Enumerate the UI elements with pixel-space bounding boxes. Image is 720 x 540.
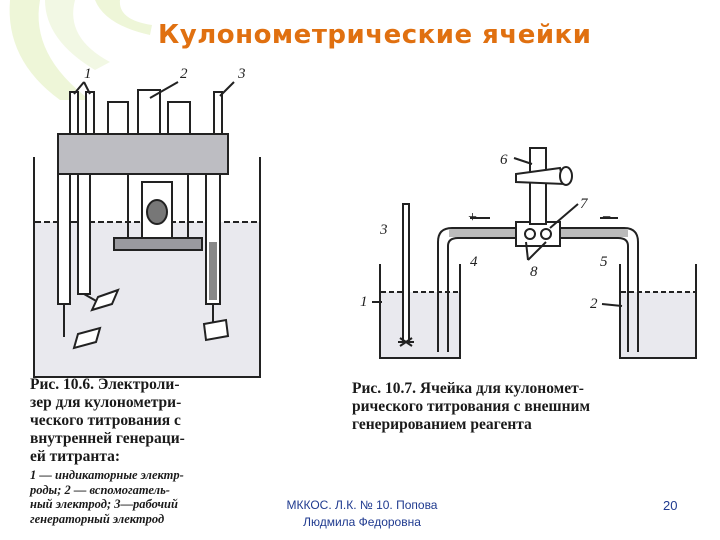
fig-left-label-1: 1 [84, 66, 92, 82]
figure-right-caption: Рис. 10.7. Ячейка для кулономет- рическо… [352, 380, 591, 433]
slide-title: Кулонометрические ячейки [158, 20, 592, 50]
fig-right-label-6: 6 [500, 152, 508, 168]
figure-left-legend: 1 — индикаторные электр- роды; 2 — вспом… [30, 468, 184, 526]
fig-right-label-4: 4 [470, 254, 478, 270]
fig-right-label-2: 2 [590, 296, 598, 312]
footer-author: МККОС. Л.К. № 10. Попова Людмила Федоров… [262, 497, 462, 531]
corner-decoration [9, 0, 152, 100]
footer-author-line2: Людмила Федоровна [303, 515, 421, 529]
fig-right-label-minus: − [602, 209, 611, 226]
footer-author-line1: МККОС. Л.К. № 10. Попова [286, 498, 438, 512]
fig-right-label-8: 8 [530, 264, 538, 280]
fig-right-label-5: 5 [600, 254, 608, 270]
fig-right-label-7: 7 [580, 196, 589, 212]
fig-right-label-3: 3 [379, 222, 388, 238]
page-number: 20 [663, 498, 678, 513]
external-generation-cell-figure: 6 + − 7 3 4 5 8 1 2 [360, 147, 697, 359]
fig-right-label-1: 1 [360, 294, 368, 310]
fig-left-label-3: 3 [237, 66, 246, 82]
fig-left-label-2: 2 [180, 66, 188, 82]
electrolyzer-figure: 1 2 3 [33, 66, 261, 378]
fig-right-label-plus: + [468, 209, 477, 226]
figure-left-caption: Рис. 10.6. Электроли- зер для кулонометр… [30, 376, 185, 465]
